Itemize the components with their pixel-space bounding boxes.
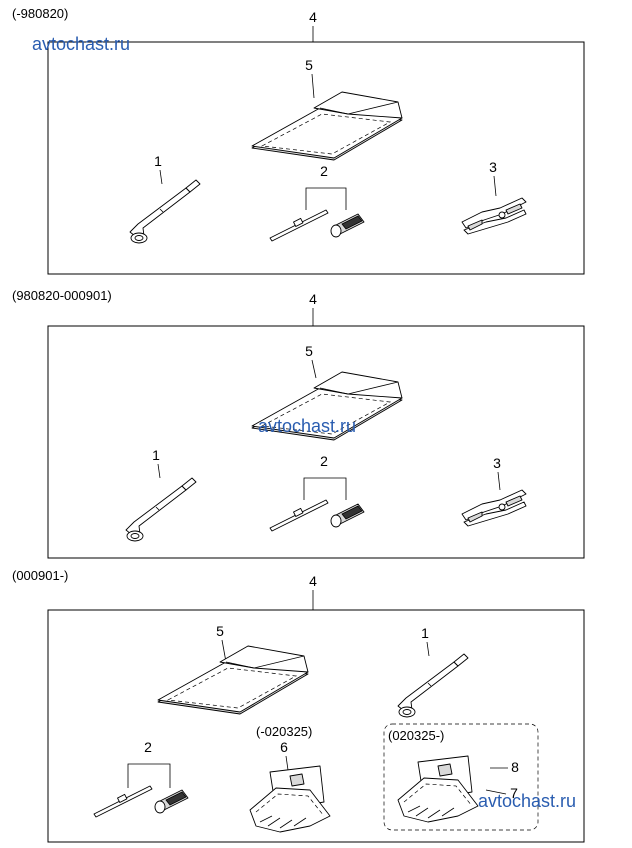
- section-3-screwdriver-callout: 2: [144, 739, 152, 755]
- section-2: (980820-000901) 4 5 1 2 3 avtochast.ru: [12, 288, 585, 559]
- section-3-glove-callout: 6: [280, 739, 288, 755]
- watermark-2: avtochast.ru: [258, 416, 356, 436]
- section-3-glove-bag-callout: 8: [511, 759, 519, 775]
- section-3: (000901-) 4 5 1 2 (-020325) 6 (020325-) …: [12, 568, 585, 843]
- section-3-screwdriver: [93, 785, 189, 818]
- section-3-wrench-callout: 1: [421, 625, 429, 641]
- section-2-pliers: [461, 489, 527, 527]
- section-3-assembly-callout: 4: [309, 573, 317, 589]
- section-1-screwdriver: [269, 209, 365, 242]
- watermark-3: avtochast.ru: [478, 791, 576, 811]
- watermark-1: avtochast.ru: [32, 34, 130, 54]
- section-1-pliers: [461, 197, 527, 235]
- section-1-tool-case: [251, 91, 403, 161]
- section-1-case-callout: 5: [305, 57, 313, 73]
- section-2-wheel-brace: [125, 477, 197, 542]
- section-2-screwdriver-callout: 2: [320, 453, 328, 469]
- section-3-wheel-brace: [397, 653, 469, 718]
- section-1-range-label: (-980820): [12, 6, 68, 21]
- section-2-range-label: (980820-000901): [12, 288, 112, 303]
- section-1-screwdriver-callout: 2: [320, 163, 328, 179]
- section-3-glove: [249, 765, 331, 833]
- section-2-pliers-callout: 3: [493, 455, 501, 471]
- section-2-wrench-callout: 1: [152, 447, 160, 463]
- section-3-range-label: (000901-): [12, 568, 68, 583]
- section-1-frame: [47, 41, 585, 275]
- section-3-tool-case: [157, 645, 309, 715]
- section-3-glove-new-callout: 7: [510, 785, 518, 801]
- section-3-frame: [47, 609, 585, 843]
- section-3-glove-new: [397, 755, 479, 823]
- section-2-assembly-callout: 4: [309, 291, 317, 307]
- section-1: (-980820) 4 5 1 2 3 avtochast.ru: [12, 6, 585, 275]
- section-2-frame: [47, 325, 585, 559]
- section-2-screwdriver: [269, 499, 365, 532]
- section-3-case-callout: 5: [216, 623, 224, 639]
- section-3-glove-new-range: (020325-): [388, 728, 444, 743]
- section-1-assembly-callout: 4: [309, 9, 317, 25]
- section-3-glove-old-range: (-020325): [256, 724, 312, 739]
- section-1-pliers-callout: 3: [489, 159, 497, 175]
- section-2-case-callout: 5: [305, 343, 313, 359]
- section-1-wrench-callout: 1: [154, 153, 162, 169]
- section-3-glove-new-frame: [383, 723, 539, 831]
- section-1-wheel-brace: [129, 179, 201, 244]
